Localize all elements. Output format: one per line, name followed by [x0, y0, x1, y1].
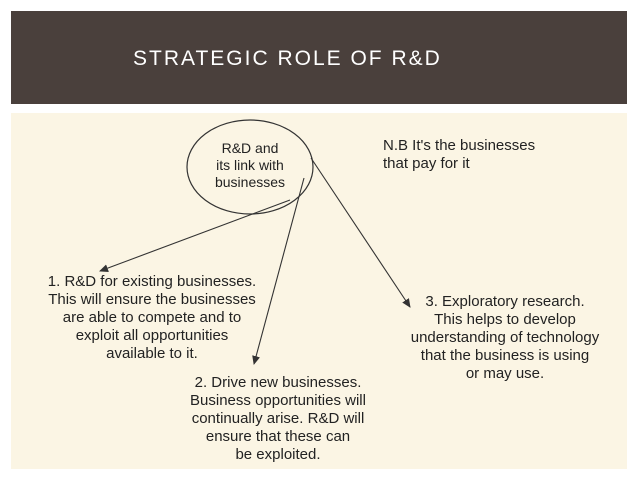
- content-panel: [11, 113, 627, 469]
- hub-label: R&D and its link with businesses: [214, 140, 286, 190]
- note-text: N.B It's the businesses that pay for it: [383, 137, 536, 172]
- slide-title: STRATEGIC ROLE OF R&D: [133, 47, 442, 70]
- branch-2-text: 2. Drive new businesses. Business opport…: [190, 374, 366, 463]
- hub-ellipse: [186, 119, 314, 215]
- arrow-to-branch-2: [252, 177, 305, 365]
- branch-1-text: 1. R&D for existing businesses. This wil…: [47, 273, 257, 362]
- arrow-to-branch-3: [310, 157, 411, 308]
- arrow-to-branch-1: [99, 199, 291, 272]
- title-bar: STRATEGIC ROLE OF R&D: [11, 11, 627, 104]
- branch-3-text: 3. Exploratory research. This helps to d…: [410, 293, 600, 382]
